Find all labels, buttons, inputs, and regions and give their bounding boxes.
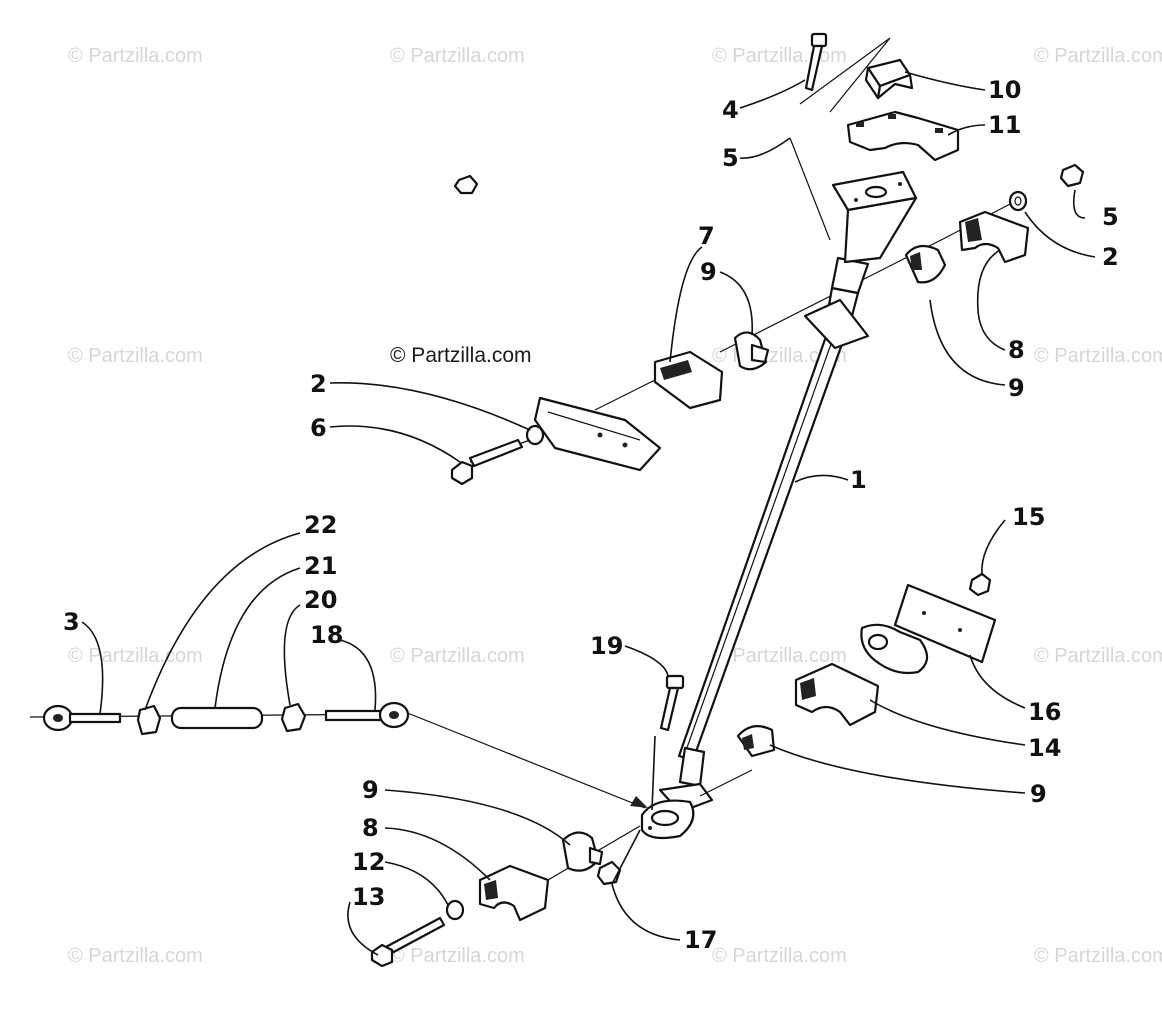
bushing-9-lower-right — [736, 725, 776, 758]
watermark: © Partzilla.com — [1034, 945, 1162, 967]
nut-17 — [596, 860, 622, 886]
callout-5: 5 — [1102, 203, 1119, 231]
bracket-block-7 — [653, 350, 724, 410]
callout-6: 6 — [310, 414, 327, 442]
watermark: © Partzilla.com — [68, 645, 203, 667]
leader-lines — [81, 71, 1096, 956]
callout-14: 14 — [1028, 734, 1061, 762]
callout-12: 12 — [352, 848, 385, 876]
bearing-cap-14 — [794, 662, 880, 727]
plate-16 — [860, 583, 997, 675]
callout-5: 5 — [722, 144, 739, 172]
watermark: © Partzilla.com — [712, 45, 847, 67]
callout-10: 10 — [988, 76, 1021, 104]
callout-3: 3 — [63, 608, 80, 636]
bearing-cap-8-upper — [958, 210, 1030, 264]
nut-5-right — [1059, 163, 1085, 188]
washer-12 — [445, 899, 465, 921]
bolt-19 — [659, 674, 685, 732]
nut-15 — [968, 572, 992, 597]
tie-rod-assembly — [29, 701, 648, 809]
callout-15: 15 — [1012, 503, 1045, 531]
callout-22: 22 — [304, 511, 337, 539]
callout-1: 1 — [850, 466, 867, 494]
watermark: © Partzilla.com — [68, 945, 203, 967]
watermark: © Partzilla.com — [68, 45, 203, 67]
callout-labels: 1 2 2 3 4 5 5 6 7 8 8 9 9 9 9 10 11 12 1… — [63, 76, 1119, 954]
bolt-4 — [804, 32, 828, 92]
callout-11: 11 — [988, 111, 1021, 139]
bolt-13 — [370, 916, 446, 968]
callout-20: 20 — [304, 586, 337, 614]
callout-8: 8 — [362, 814, 379, 842]
callout-2: 2 — [1102, 243, 1119, 271]
steering-post — [640, 170, 918, 840]
callout-9: 9 — [362, 776, 379, 804]
watermark: © Partzilla.com — [1034, 45, 1162, 67]
bushing-9-lower-left — [561, 831, 604, 872]
callout-21: 21 — [304, 552, 337, 580]
callout-2: 2 — [310, 370, 327, 398]
callout-17: 17 — [684, 926, 717, 954]
bushing-9-upper-right — [904, 244, 947, 284]
handlebar-clamp-11 — [846, 110, 960, 162]
watermark-main: © Partzilla.com — [390, 344, 532, 367]
watermark: © Partzilla.com — [68, 345, 203, 367]
washer-2-right — [1008, 190, 1028, 212]
callout-18: 18 — [310, 621, 343, 649]
frame-tube-segment — [533, 396, 662, 472]
watermark-grid: © Partzilla.com © Partzilla.com © Partzi… — [68, 45, 1162, 967]
watermark: © Partzilla.com — [390, 945, 525, 967]
callout-9: 9 — [700, 258, 717, 286]
callout-9: 9 — [1008, 374, 1025, 402]
callout-7: 7 — [698, 222, 715, 250]
bushing-9-middle — [733, 331, 770, 371]
callout-16: 16 — [1028, 698, 1061, 726]
watermark: © Partzilla.com — [712, 645, 847, 667]
watermark: © Partzilla.com — [1034, 645, 1162, 667]
break-line — [799, 37, 891, 113]
watermark: © Partzilla.com — [1034, 345, 1162, 367]
watermark: © Partzilla.com — [390, 645, 525, 667]
bearing-cap-8-lower — [478, 864, 550, 922]
callout-8: 8 — [1008, 336, 1025, 364]
callout-13: 13 — [352, 883, 385, 911]
handlebar-cap-10 — [864, 58, 914, 100]
bolt-6 — [450, 438, 531, 486]
watermark: © Partzilla.com — [712, 945, 847, 967]
callout-9: 9 — [1030, 780, 1047, 808]
washer-2-left — [525, 424, 545, 446]
callout-19: 19 — [590, 632, 623, 660]
nut-5-upper — [453, 174, 479, 195]
callout-4: 4 — [722, 96, 739, 124]
break-line — [789, 137, 831, 241]
watermark: © Partzilla.com — [390, 45, 525, 67]
